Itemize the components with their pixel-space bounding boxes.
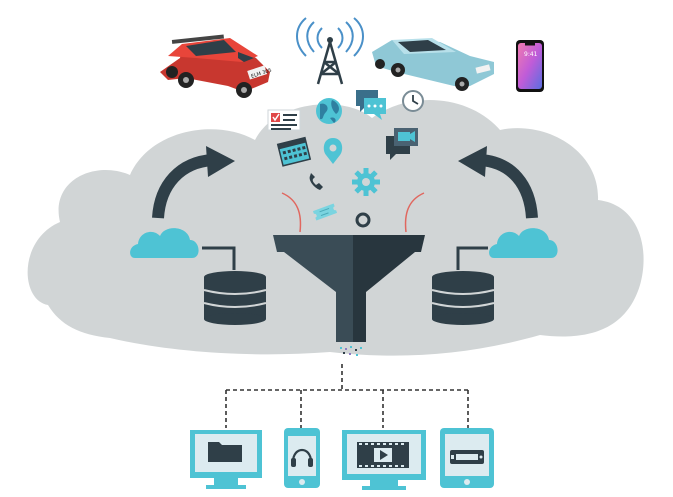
left-curved-arrow [152, 146, 235, 219]
game-console-tablet-icon [440, 428, 494, 488]
right-database-icon [431, 271, 495, 325]
funnel-output-particles [340, 346, 362, 356]
location-pin-icon [323, 138, 343, 164]
gear-icon [352, 168, 380, 196]
red-suv-car-icon: ELM 305 [160, 34, 273, 98]
globe-icon [316, 98, 342, 124]
right-curved-arrow [458, 146, 538, 219]
video-player-monitor-icon [342, 430, 426, 490]
ticket-icon [312, 203, 338, 221]
funnel-icon [273, 235, 425, 356]
red-line-left [281, 192, 302, 233]
folder-monitor-icon [190, 430, 262, 489]
right-small-cloud [489, 228, 558, 258]
radio-tower-icon [296, 17, 364, 85]
phone-time: 9:41 [524, 51, 538, 58]
blue-sedan-car-icon [372, 38, 494, 91]
calendar-icon [276, 136, 312, 167]
video-chat-icon [386, 128, 418, 160]
clock-icon [402, 90, 424, 112]
smartphone-icon: 9:41 [516, 40, 544, 92]
left-small-cloud [130, 228, 199, 258]
main-cloud [27, 99, 644, 356]
left-database-icon [203, 271, 267, 325]
chat-bubbles-icon [356, 90, 386, 120]
headphones-tablet-icon [284, 428, 320, 488]
red-line-right [404, 192, 425, 233]
ring-icon [355, 212, 371, 228]
document-checklist-icon [267, 109, 301, 131]
phone-handset-icon [309, 173, 323, 190]
device-connector-lines [225, 364, 469, 428]
